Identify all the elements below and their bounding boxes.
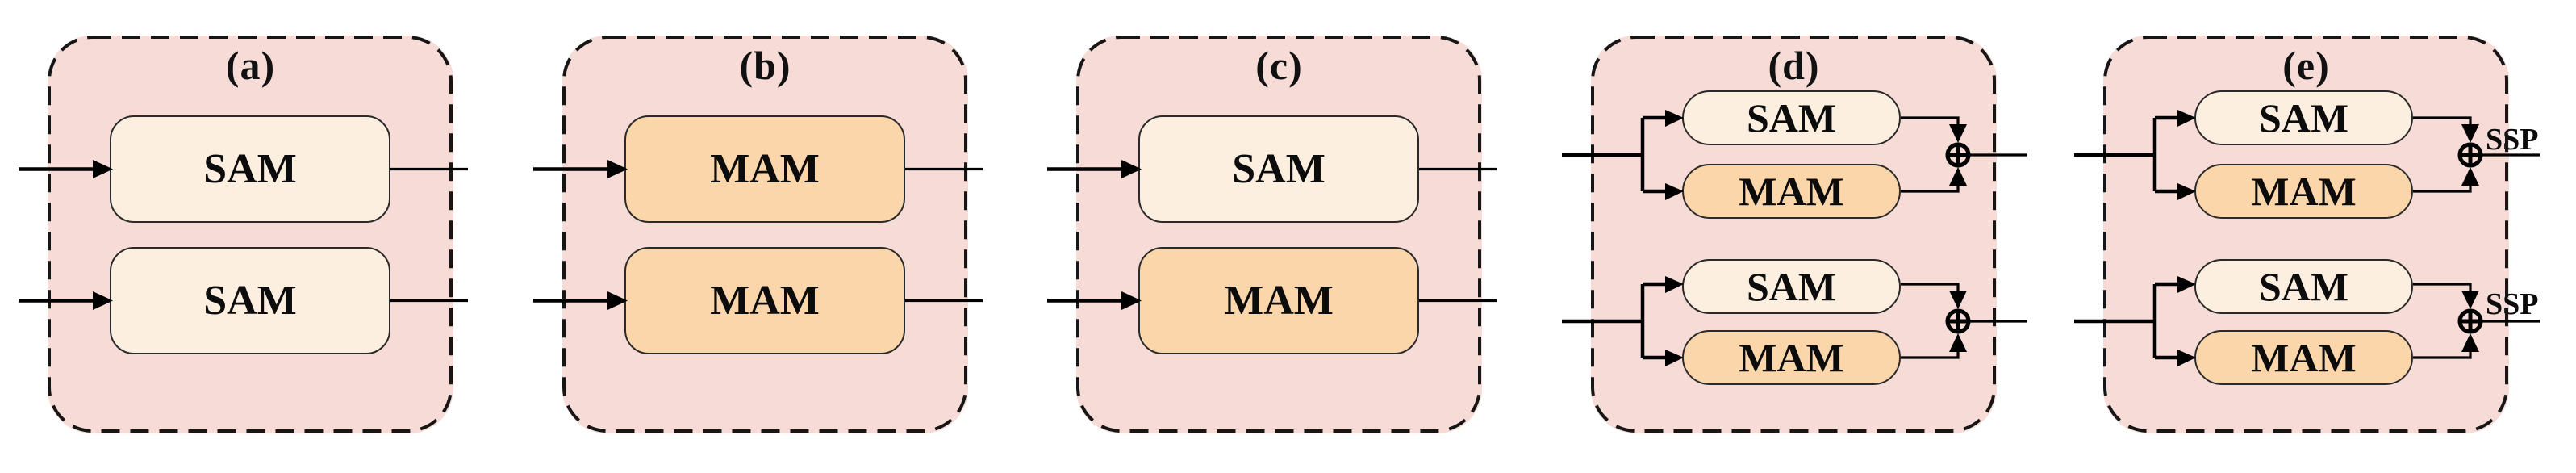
module-box-mam: MAM [2194, 164, 2413, 219]
panel-c: (c) SAM MAM [1076, 36, 1482, 433]
module-box-mam: MAM [624, 115, 905, 223]
module-box-sam: SAM [2194, 90, 2413, 145]
panel-b-label: (b) [739, 43, 791, 88]
module-box-sam: SAM [1682, 90, 1901, 145]
module-box-sam: SAM [2194, 259, 2413, 314]
module-box-sam: SAM [1682, 259, 1901, 314]
module-box-mam: MAM [1682, 330, 1901, 385]
module-box-sam: SAM [1138, 115, 1419, 223]
ssp-output-label: SSP [2486, 123, 2539, 157]
panel-b: (b) MAM MAM [562, 36, 968, 433]
module-box-sam: SAM [110, 115, 390, 223]
ssp-output-label: SSP [2486, 287, 2539, 321]
panel-a: (a) SAM SAM [48, 36, 453, 433]
module-box-mam: MAM [1138, 247, 1419, 354]
panel-e-label: (e) [2282, 43, 2330, 88]
module-box-mam: MAM [2194, 330, 2413, 385]
panel-d: (d) SAM MAM SAM MAM [1591, 36, 1997, 433]
panel-a-label: (a) [225, 43, 276, 88]
panel-c-label: (c) [1255, 43, 1303, 88]
panel-e: (e) SAM MAM SAM MAM SSP SSP [2103, 36, 2538, 433]
module-box-sam: SAM [110, 247, 390, 354]
module-box-mam: MAM [1682, 164, 1901, 219]
panel-d-label: (d) [1768, 43, 1820, 88]
module-box-mam: MAM [624, 247, 905, 354]
